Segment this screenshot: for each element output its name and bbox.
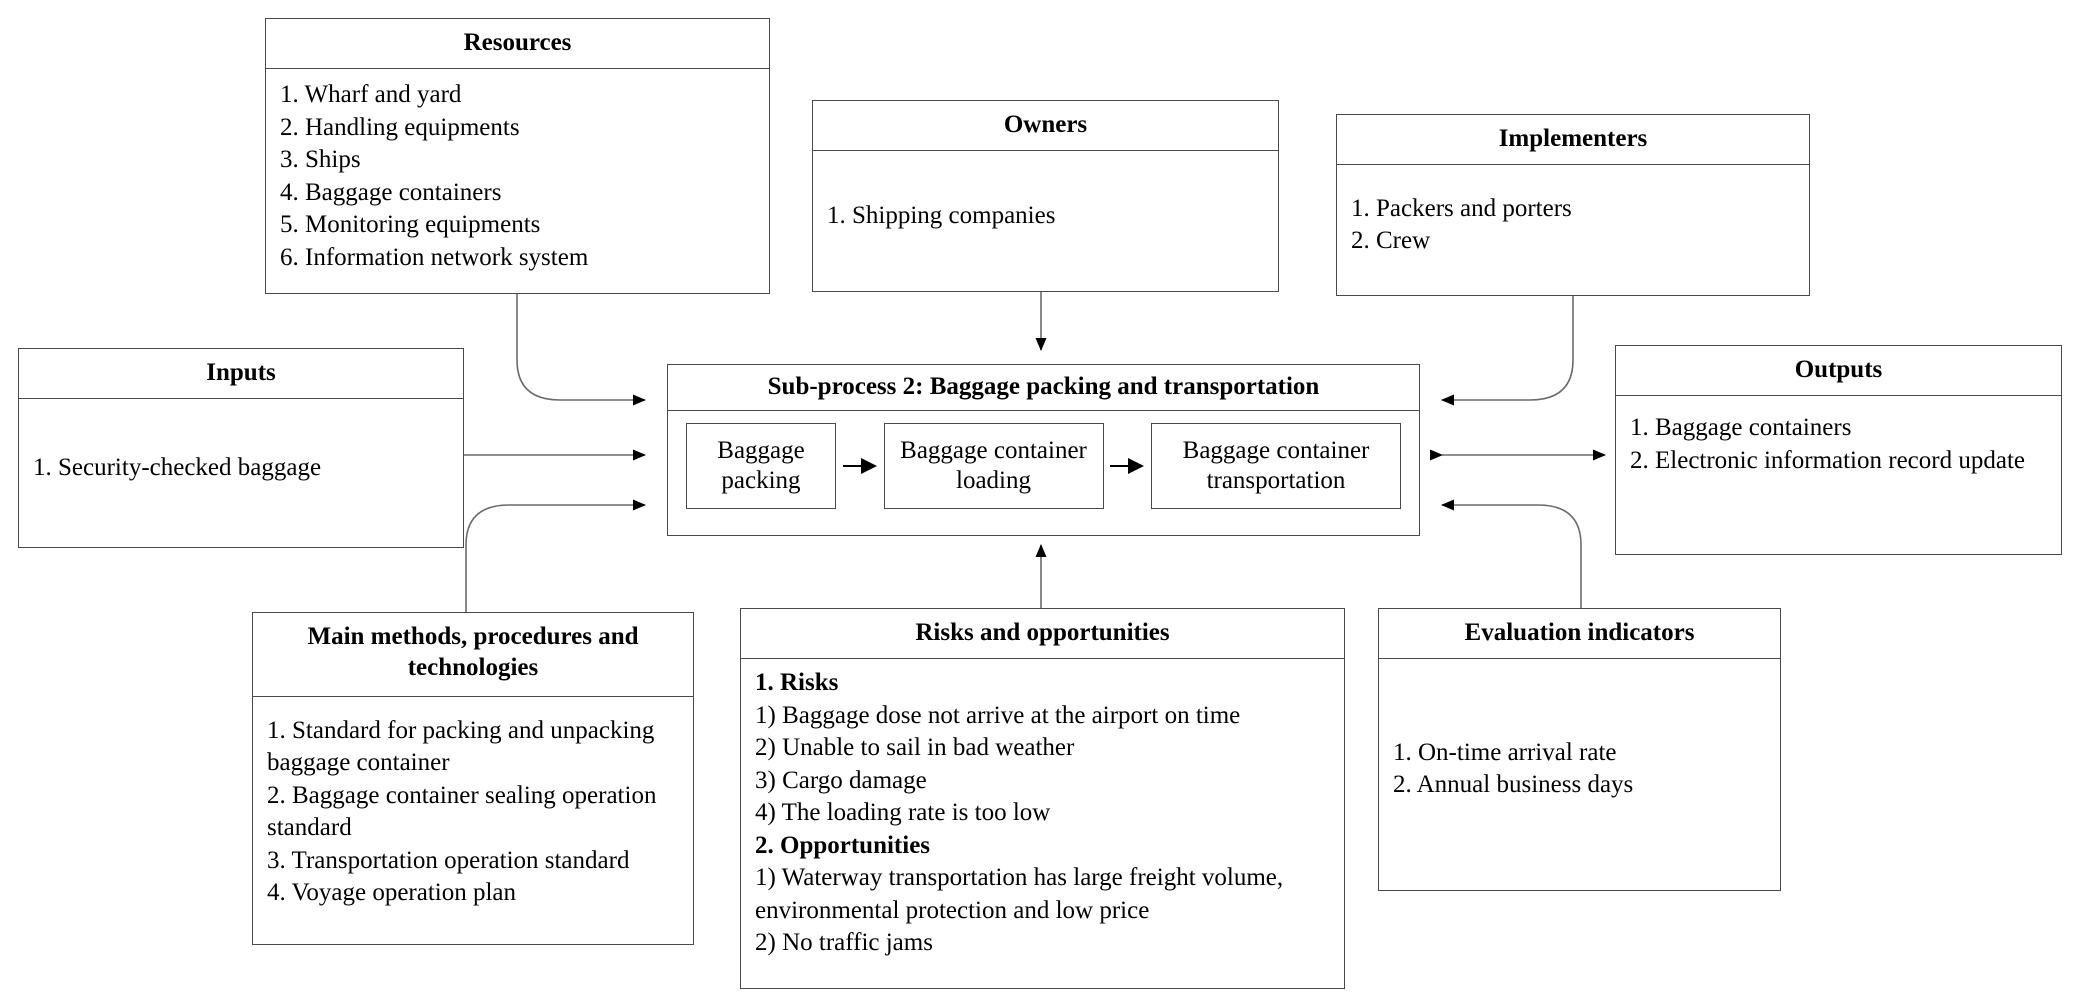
risks-group-heading: 1. Risks	[755, 669, 839, 697]
process-step-label: Baggage container loading	[900, 436, 1087, 495]
implementers-item: 2. Crew	[1351, 227, 1431, 255]
inputs-body: 1. Security-checked baggage	[19, 399, 463, 536]
risks-body: 1. Risks 1) Baggage dose not arrive at t…	[741, 659, 1344, 970]
evaluation-item: 1. On-time arrival rate	[1393, 738, 1617, 766]
resources-item: 2. Handling equipments	[280, 113, 520, 141]
resources-box: Resources 1. Wharf and yard 2. Handling …	[265, 18, 770, 294]
step-arrow-icon	[842, 457, 877, 475]
process-step-baggage-packing[interactable]: Baggage packing	[686, 423, 836, 509]
resources-item: 1. Wharf and yard	[280, 81, 462, 109]
outputs-box: Outputs 1. Baggage containers 2. Electro…	[1615, 345, 2062, 555]
evaluation-item: 2. Annual business days	[1393, 771, 1634, 799]
implementers-title: Implementers	[1337, 115, 1809, 166]
opportunities-group-heading: 2. Opportunities	[755, 831, 931, 859]
owners-body: 1. Shipping companies	[813, 151, 1278, 281]
methods-item: 1. Standard for packing and unpacking ba…	[267, 716, 661, 777]
methods-item: 4. Voyage operation plan	[267, 879, 517, 906]
implementers-box: Implementers 1. Packers and porters 2. C…	[1336, 114, 1810, 296]
opportunities-item: 2) No traffic jams	[755, 929, 933, 957]
process-steps: Baggage packing Baggage container loadin…	[668, 411, 1419, 523]
step-arrow-icon	[1110, 457, 1145, 475]
implementers-body: 1. Packers and porters 2. Crew	[1337, 165, 1809, 285]
resources-item: 5. Monitoring equipments	[280, 211, 541, 239]
connector-evaluation-to-process	[1441, 499, 1582, 608]
opportunities-item: 1) Waterway transportation has large fre…	[755, 864, 1290, 924]
process-step-label: Baggage container transportation	[1182, 436, 1370, 495]
process-step-container-loading[interactable]: Baggage container loading	[883, 423, 1104, 509]
owners-title: Owners	[813, 101, 1278, 152]
evaluation-title: Evaluation indicators	[1379, 609, 1780, 660]
methods-body: 1. Standard for packing and unpacking ba…	[253, 697, 693, 920]
risks-item: 1) Baggage dose not arrive at the airpor…	[755, 701, 1241, 729]
resources-item: 3. Ships	[280, 146, 361, 174]
outputs-title: Outputs	[1616, 346, 2061, 397]
risks-title: Risks and opportunities	[741, 609, 1344, 660]
risks-item: 4) The loading rate is too low	[755, 799, 1051, 827]
methods-title: Main methods, procedures and technologie…	[253, 613, 693, 697]
methods-box: Main methods, procedures and technologie…	[252, 612, 694, 945]
methods-item: 3. Transportation operation standard	[267, 846, 630, 874]
process-step-container-transportation[interactable]: Baggage container transportation	[1151, 423, 1401, 509]
connector-implementers-to-process	[1441, 296, 1574, 406]
evaluation-box: Evaluation indicators 1. On-time arrival…	[1378, 608, 1781, 891]
inputs-item: 1. Security-checked baggage	[33, 453, 322, 481]
owners-box: Owners 1. Shipping companies	[812, 100, 1279, 292]
connector-methods-to-process	[465, 499, 646, 612]
risks-item: 3) Cargo damage	[755, 766, 927, 794]
owners-item: 1. Shipping companies	[827, 202, 1056, 229]
outputs-item: 2. Electronic information record update	[1630, 446, 2025, 474]
process-box: Sub-process 2: Baggage packing and trans…	[667, 364, 1420, 536]
risks-box: Risks and opportunities 1. Risks 1) Bagg…	[740, 608, 1345, 989]
evaluation-body: 1. On-time arrival rate 2. Annual busine…	[1379, 659, 1780, 879]
resources-item: 6. Information network system	[280, 243, 589, 271]
resources-item: 4. Baggage containers	[280, 178, 502, 206]
process-title: Sub-process 2: Baggage packing and trans…	[668, 365, 1419, 411]
resources-title: Resources	[266, 19, 769, 70]
implementers-item: 1. Packers and porters	[1351, 194, 1572, 222]
resources-body: 1. Wharf and yard 2. Handling equipments…	[266, 69, 769, 284]
outputs-item: 1. Baggage containers	[1630, 414, 1852, 442]
inputs-box: Inputs 1. Security-checked baggage	[18, 348, 464, 548]
risks-item: 2) Unable to sail in bad weather	[755, 734, 1075, 762]
outputs-body: 1. Baggage containers 2. Electronic info…	[1616, 396, 2061, 487]
process-step-label: Baggage packing	[717, 436, 805, 495]
inputs-title: Inputs	[19, 349, 463, 400]
methods-item: 2. Baggage container sealing operation s…	[267, 781, 663, 842]
connector-resources-to-process	[516, 293, 646, 406]
